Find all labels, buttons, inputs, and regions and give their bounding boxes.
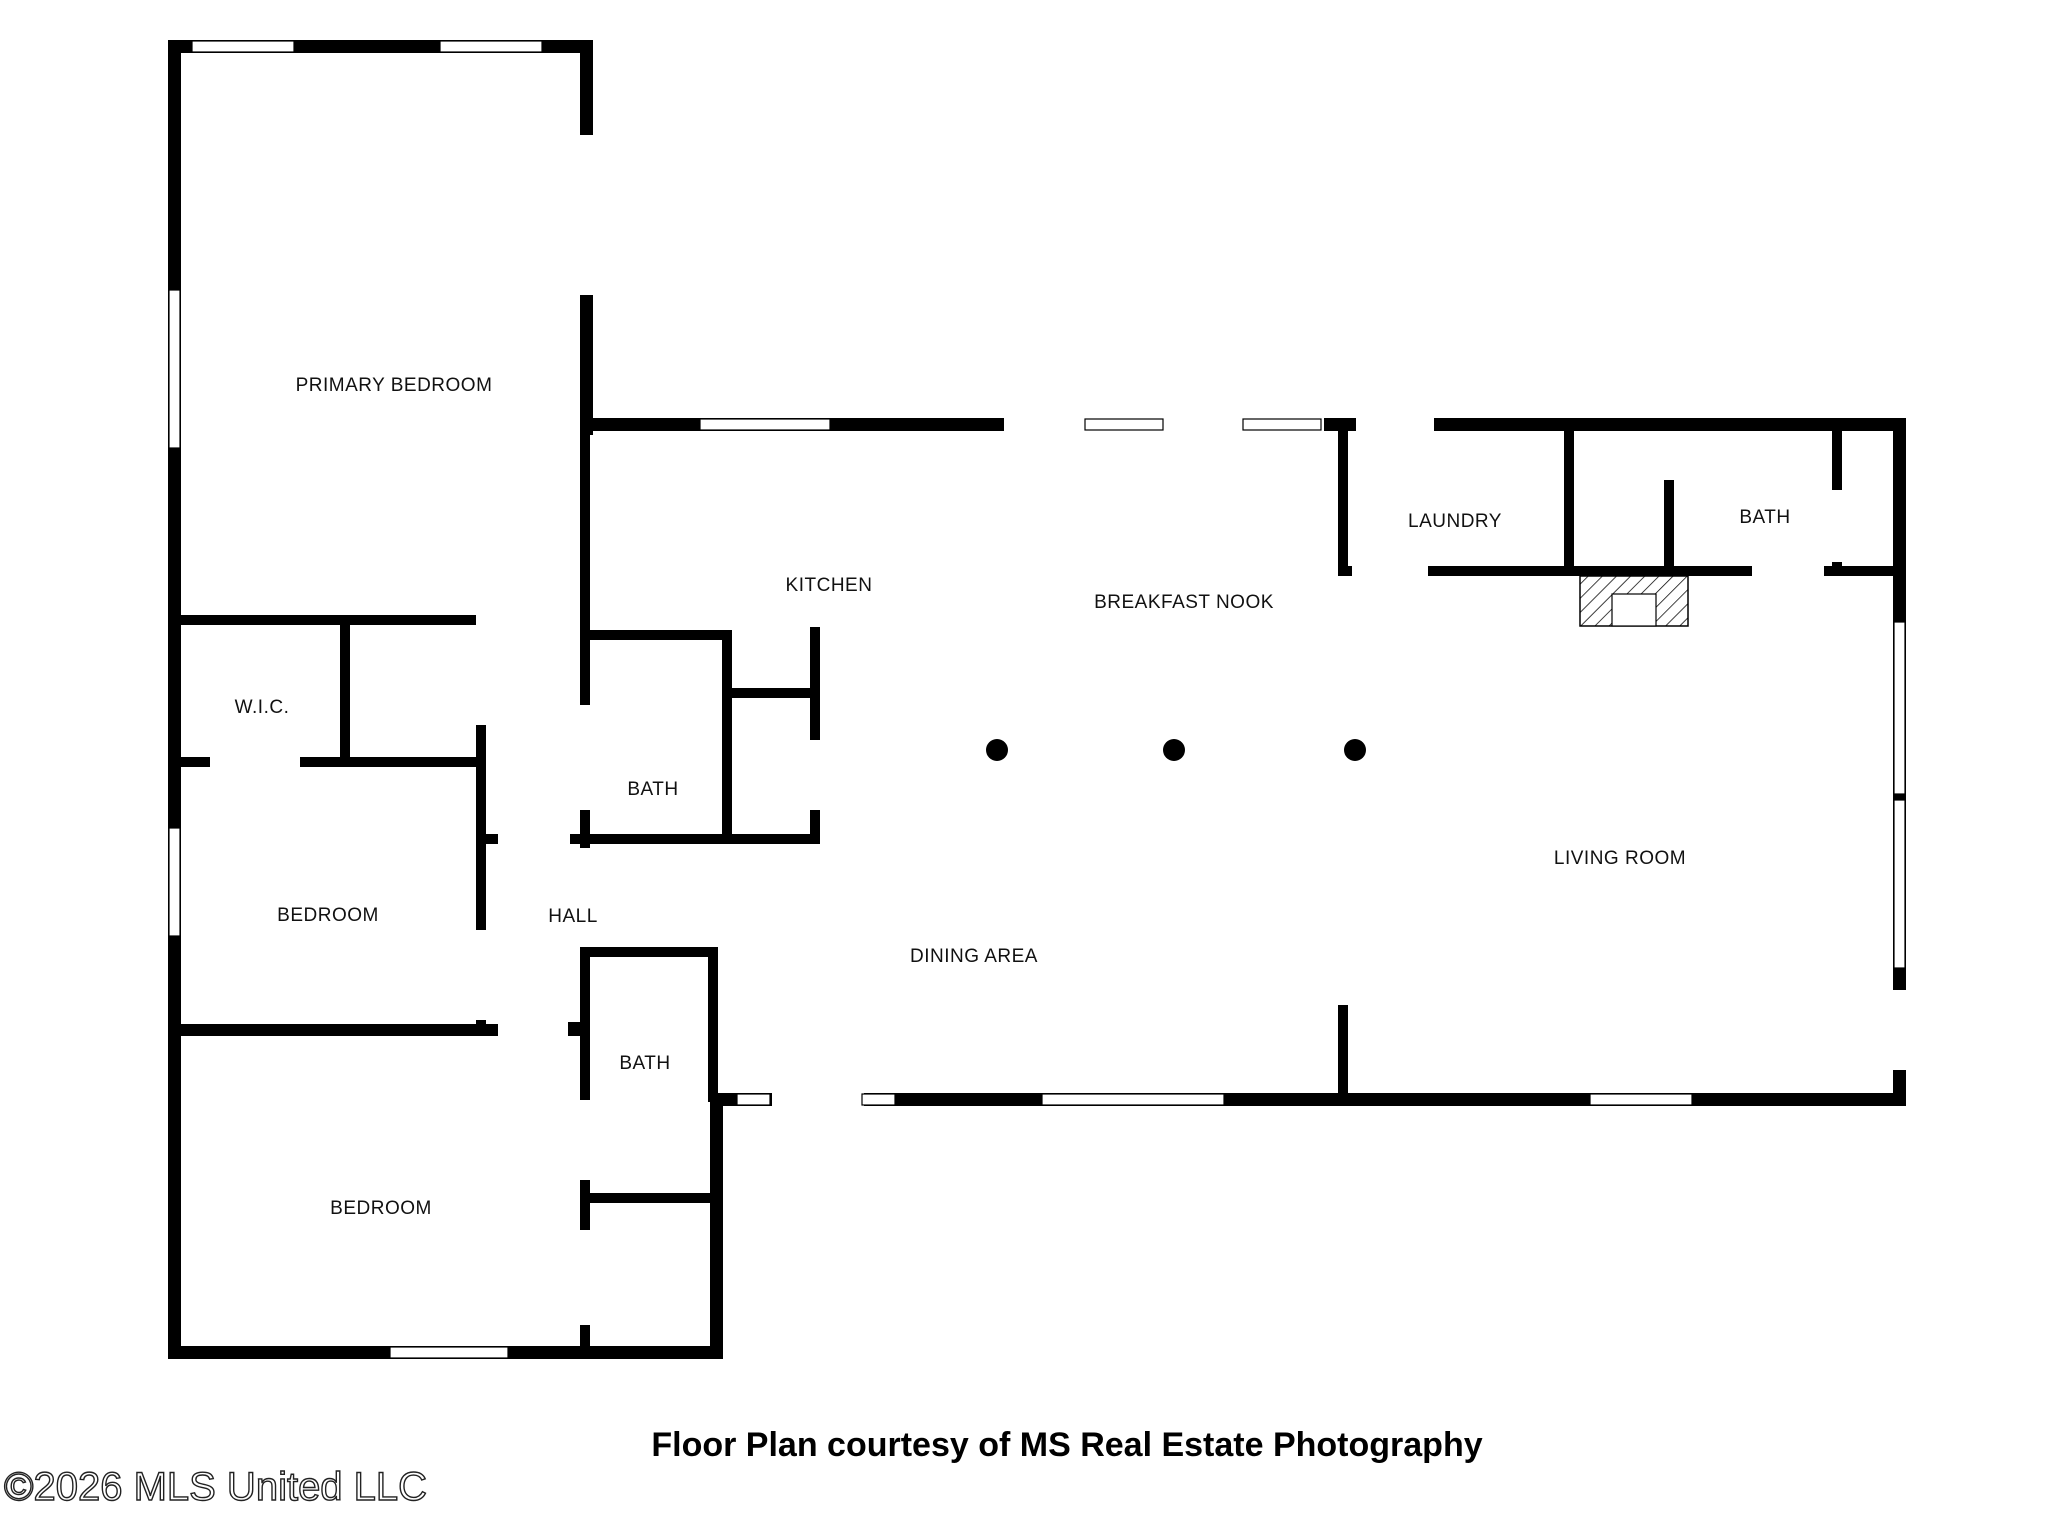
column [986, 739, 1008, 761]
room-label-bedroom-2: BEDROOM [330, 1198, 432, 1219]
walls [168, 40, 1906, 1359]
room-label-bedroom-1: BEDROOM [277, 905, 379, 926]
room-label-bath-hall: BATH [619, 1053, 670, 1074]
room-label-wic: W.I.C. [235, 697, 290, 718]
room-labels: PRIMARY BEDROOM W.I.C. BEDROOM HALL BEDR… [235, 375, 1791, 1219]
mls-watermark: ©2026 MLS United LLC [4, 1465, 427, 1509]
column [1344, 739, 1366, 761]
windows [168, 40, 1906, 1359]
room-label-dining-area: DINING AREA [910, 946, 1038, 967]
room-label-hall: HALL [548, 906, 598, 927]
room-label-breakfast-nook: BREAKFAST NOOK [1094, 592, 1274, 613]
room-label-bath-kitchen: BATH [627, 779, 678, 800]
room-label-kitchen: KITCHEN [786, 575, 873, 596]
room-label-laundry: LAUNDRY [1408, 511, 1502, 532]
room-label-living-room: LIVING ROOM [1554, 848, 1686, 869]
fireplace [1579, 575, 1689, 627]
room-label-bath-right: BATH [1739, 507, 1790, 528]
floor-plan-caption: Floor Plan courtesy of MS Real Estate Ph… [651, 1426, 1482, 1464]
column [1163, 739, 1185, 761]
room-label-primary-bedroom: PRIMARY BEDROOM [296, 375, 493, 396]
columns [986, 739, 1366, 761]
openings [210, 135, 1906, 1325]
